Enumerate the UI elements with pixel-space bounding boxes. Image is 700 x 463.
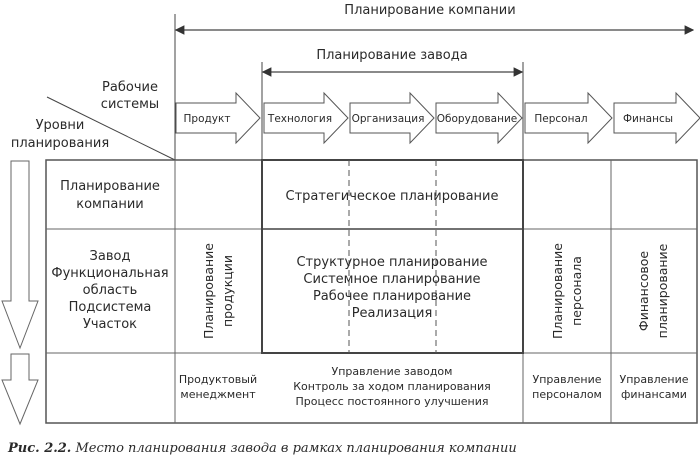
structural-planning: Структурное планирование [296, 255, 487, 270]
personnel-mgmt-line-2: персоналом [532, 388, 602, 401]
product-planning-line-2: продукции [220, 255, 235, 327]
system-arrow-personnel [524, 91, 613, 145]
personnel-mgmt-line-1: Управление [532, 373, 601, 386]
finance-planning-line-1: Финансовое [636, 251, 651, 331]
row-level-section: Участок [83, 317, 137, 332]
row-level-plant: Завод [90, 249, 131, 264]
system-product: Продукт [184, 113, 231, 125]
row-company-line-1: Планирование [60, 179, 160, 194]
plant-planning-label: Планирование завода [316, 48, 467, 63]
product-planning-line-1: Планирование [201, 243, 216, 339]
levels-down-arrow-large [1, 160, 39, 350]
work-systems-line-1: Рабочие [102, 80, 158, 95]
planning-levels-line-1: Уровни [36, 118, 85, 133]
figure-caption-label: Рис. 2.2. [8, 441, 72, 456]
system-arrow-organization [349, 91, 435, 145]
strategic-planning: Стратегическое планирование [286, 189, 499, 204]
finance-mgmt-line-2: финансами [621, 388, 687, 401]
plant-mgmt-line-2: Контроль за ходом планирования [293, 380, 491, 393]
operational-planning: Рабочее планирование [313, 289, 471, 304]
row-level-subsystem: Подсистема [69, 300, 152, 315]
plant-mgmt-line-3: Процесс постоянного улучшения [295, 395, 488, 408]
planning-levels-line-2: планирования [11, 136, 109, 151]
product-mgmt-line-2: менеджмент [180, 388, 256, 401]
system-arrow-product [175, 91, 261, 145]
system-arrow-technology [263, 91, 349, 145]
planning-grid [45, 159, 698, 424]
finance-mgmt-line-1: Управление [619, 373, 688, 386]
corner-diagonal [46, 96, 176, 161]
company-planning-label: Планирование компании [344, 3, 515, 18]
product-mgmt-line-1: Продуктовый [179, 373, 257, 386]
row-company-line-2: компании [76, 197, 143, 212]
system-finance: Финансы [623, 113, 673, 125]
implementation: Реализация [352, 306, 433, 321]
figure-caption: Рис. 2.2. Место планирования завода в ра… [8, 441, 517, 456]
finance-planning-line-2: планирование [655, 243, 670, 338]
system-technology: Технология [267, 113, 332, 125]
levels-down-arrow-small [1, 353, 39, 426]
system-personnel: Персонал [534, 113, 587, 125]
work-systems-line-2: системы [101, 97, 159, 112]
system-organization: Организация [352, 113, 425, 125]
plant-planning-block [261, 159, 524, 354]
system-arrow-equipment [435, 91, 523, 145]
system-equipment: Оборудование [437, 113, 518, 125]
system-arrows: Продукт Технология Организация Оборудова… [175, 91, 700, 145]
row-level-area: область [83, 283, 138, 298]
plant-mgmt-line-1: Управление заводом [332, 365, 453, 378]
system-arrow-finance [613, 91, 700, 145]
personnel-planning-line-2: персонала [569, 256, 584, 326]
system-planning: Системное планирование [303, 272, 480, 287]
figure-caption-text: Место планирования завода в рамках плани… [75, 441, 517, 456]
row-level-functional: Функциональная [51, 266, 168, 281]
personnel-planning-line-1: Планирование [550, 243, 565, 339]
